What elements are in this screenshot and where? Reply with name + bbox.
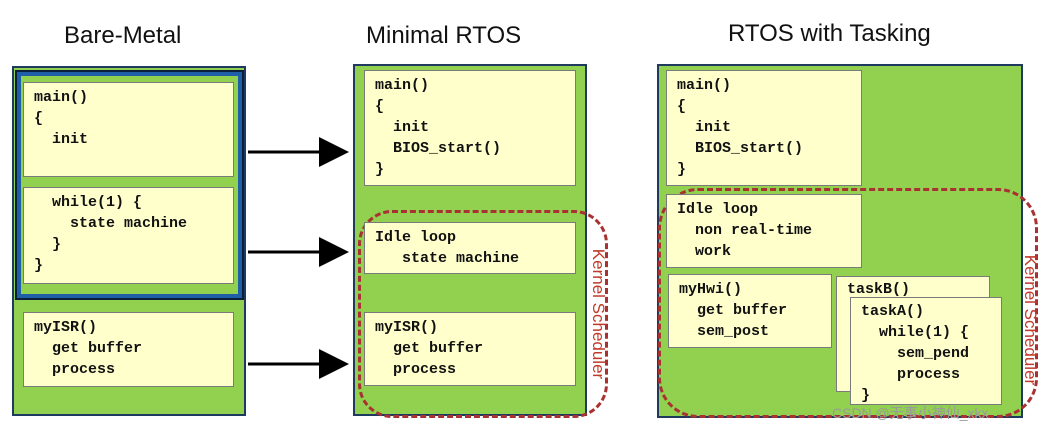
code-myisr-rtos: myISR() get buffer process	[364, 312, 576, 386]
code-idle-loop: Idle loop state machine	[364, 222, 576, 274]
watermark: CSDN @无事小神仙_xkx	[832, 405, 989, 421]
code-main-init: main() { init	[23, 82, 234, 177]
code-myisr: myISR() get buffer process	[23, 312, 234, 387]
kernel-scheduler-region	[358, 210, 608, 418]
code-main-bios-tasking: main() { init BIOS_start() }	[666, 70, 862, 186]
kernel-scheduler-region-tasking	[658, 188, 1038, 418]
code-myhwi: myHwi() get buffer sem_post	[668, 274, 832, 348]
code-taska: taskA() while(1) { sem_pend process }	[850, 297, 1002, 405]
code-main-bios: main() { init BIOS_start() }	[364, 70, 576, 186]
title-minimal-rtos: Minimal RTOS	[366, 22, 522, 49]
title-bare-metal: Bare-Metal	[64, 22, 182, 49]
code-idle-loop-tasking: Idle loop non real-time work	[666, 194, 862, 268]
main-loop-frame	[15, 70, 244, 300]
title-rtos-tasking: RTOS with Tasking	[728, 20, 931, 47]
code-main-while: while(1) { state machine } }	[23, 187, 234, 284]
